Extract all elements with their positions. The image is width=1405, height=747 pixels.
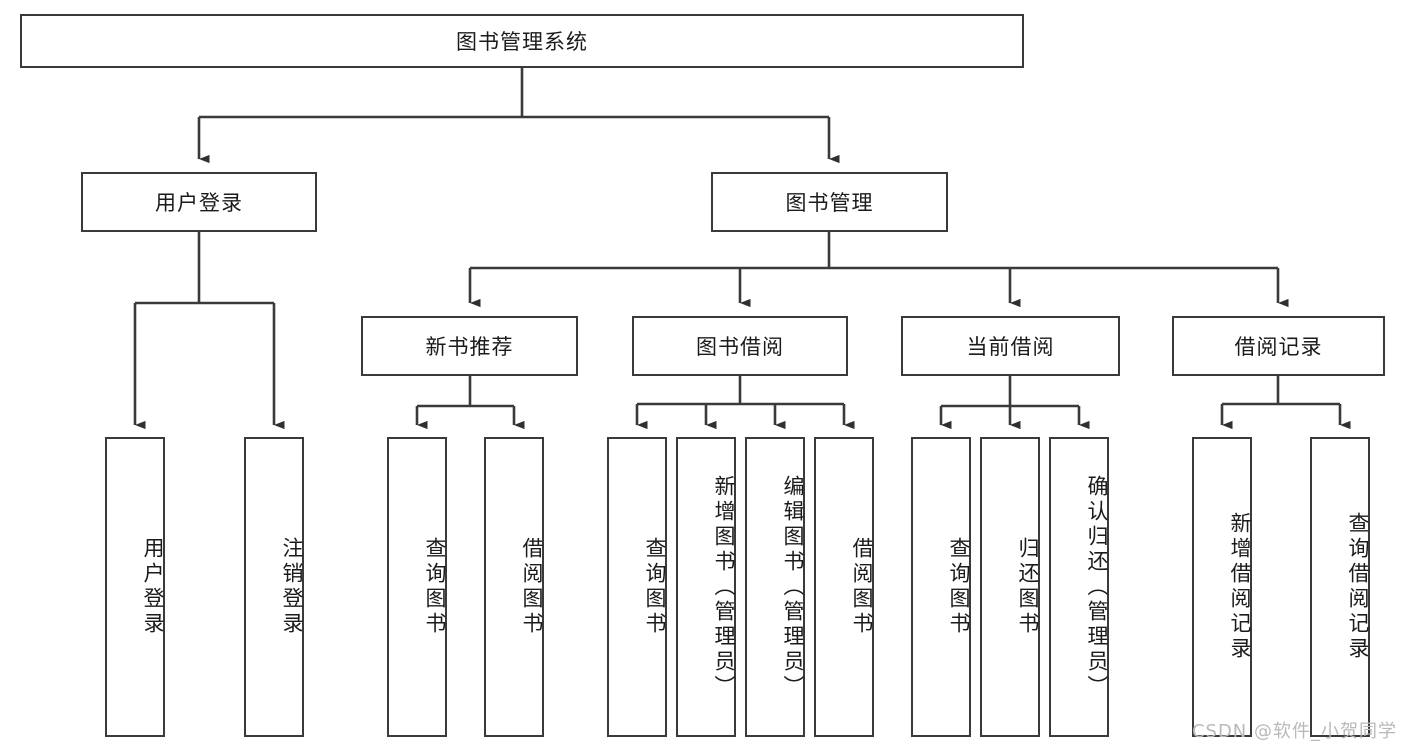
node-borrow-record[interactable]: 借阅记录 xyxy=(1172,316,1385,376)
node-user-login[interactable]: 用户登录 xyxy=(81,172,317,232)
leaf-confirm-return-admin[interactable]: 确认归还（管理员） xyxy=(1049,437,1109,737)
node-book-management[interactable]: 图书管理 xyxy=(711,172,948,232)
node-new-book-recommend[interactable]: 新书推荐 xyxy=(361,316,578,376)
leaf-query-book-current[interactable]: 查询图书 xyxy=(911,437,971,737)
leaf-logout[interactable]: 注销登录 xyxy=(244,437,304,737)
node-root[interactable]: 图书管理系统 xyxy=(20,14,1024,68)
leaf-return-book[interactable]: 归还图书 xyxy=(980,437,1040,737)
node-book-borrow[interactable]: 图书借阅 xyxy=(632,316,848,376)
leaf-edit-book-admin[interactable]: 编辑图书（管理员） xyxy=(745,437,805,737)
leaf-borrow-book[interactable]: 借阅图书 xyxy=(814,437,874,737)
leaf-add-borrow-record[interactable]: 新增借阅记录 xyxy=(1192,437,1252,737)
leaf-add-book-admin[interactable]: 新增图书（管理员） xyxy=(676,437,736,737)
leaf-query-borrow-record[interactable]: 查询借阅记录 xyxy=(1310,437,1370,737)
node-current-borrow[interactable]: 当前借阅 xyxy=(901,316,1120,376)
leaf-query-book-new[interactable]: 查询图书 xyxy=(387,437,447,737)
leaf-borrow-book-new[interactable]: 借阅图书 xyxy=(484,437,544,737)
leaf-user-login[interactable]: 用户登录 xyxy=(105,437,165,737)
leaf-query-book-borrow[interactable]: 查询图书 xyxy=(607,437,667,737)
watermark-text: CSDN @软件_小贺同学 xyxy=(1191,721,1397,742)
